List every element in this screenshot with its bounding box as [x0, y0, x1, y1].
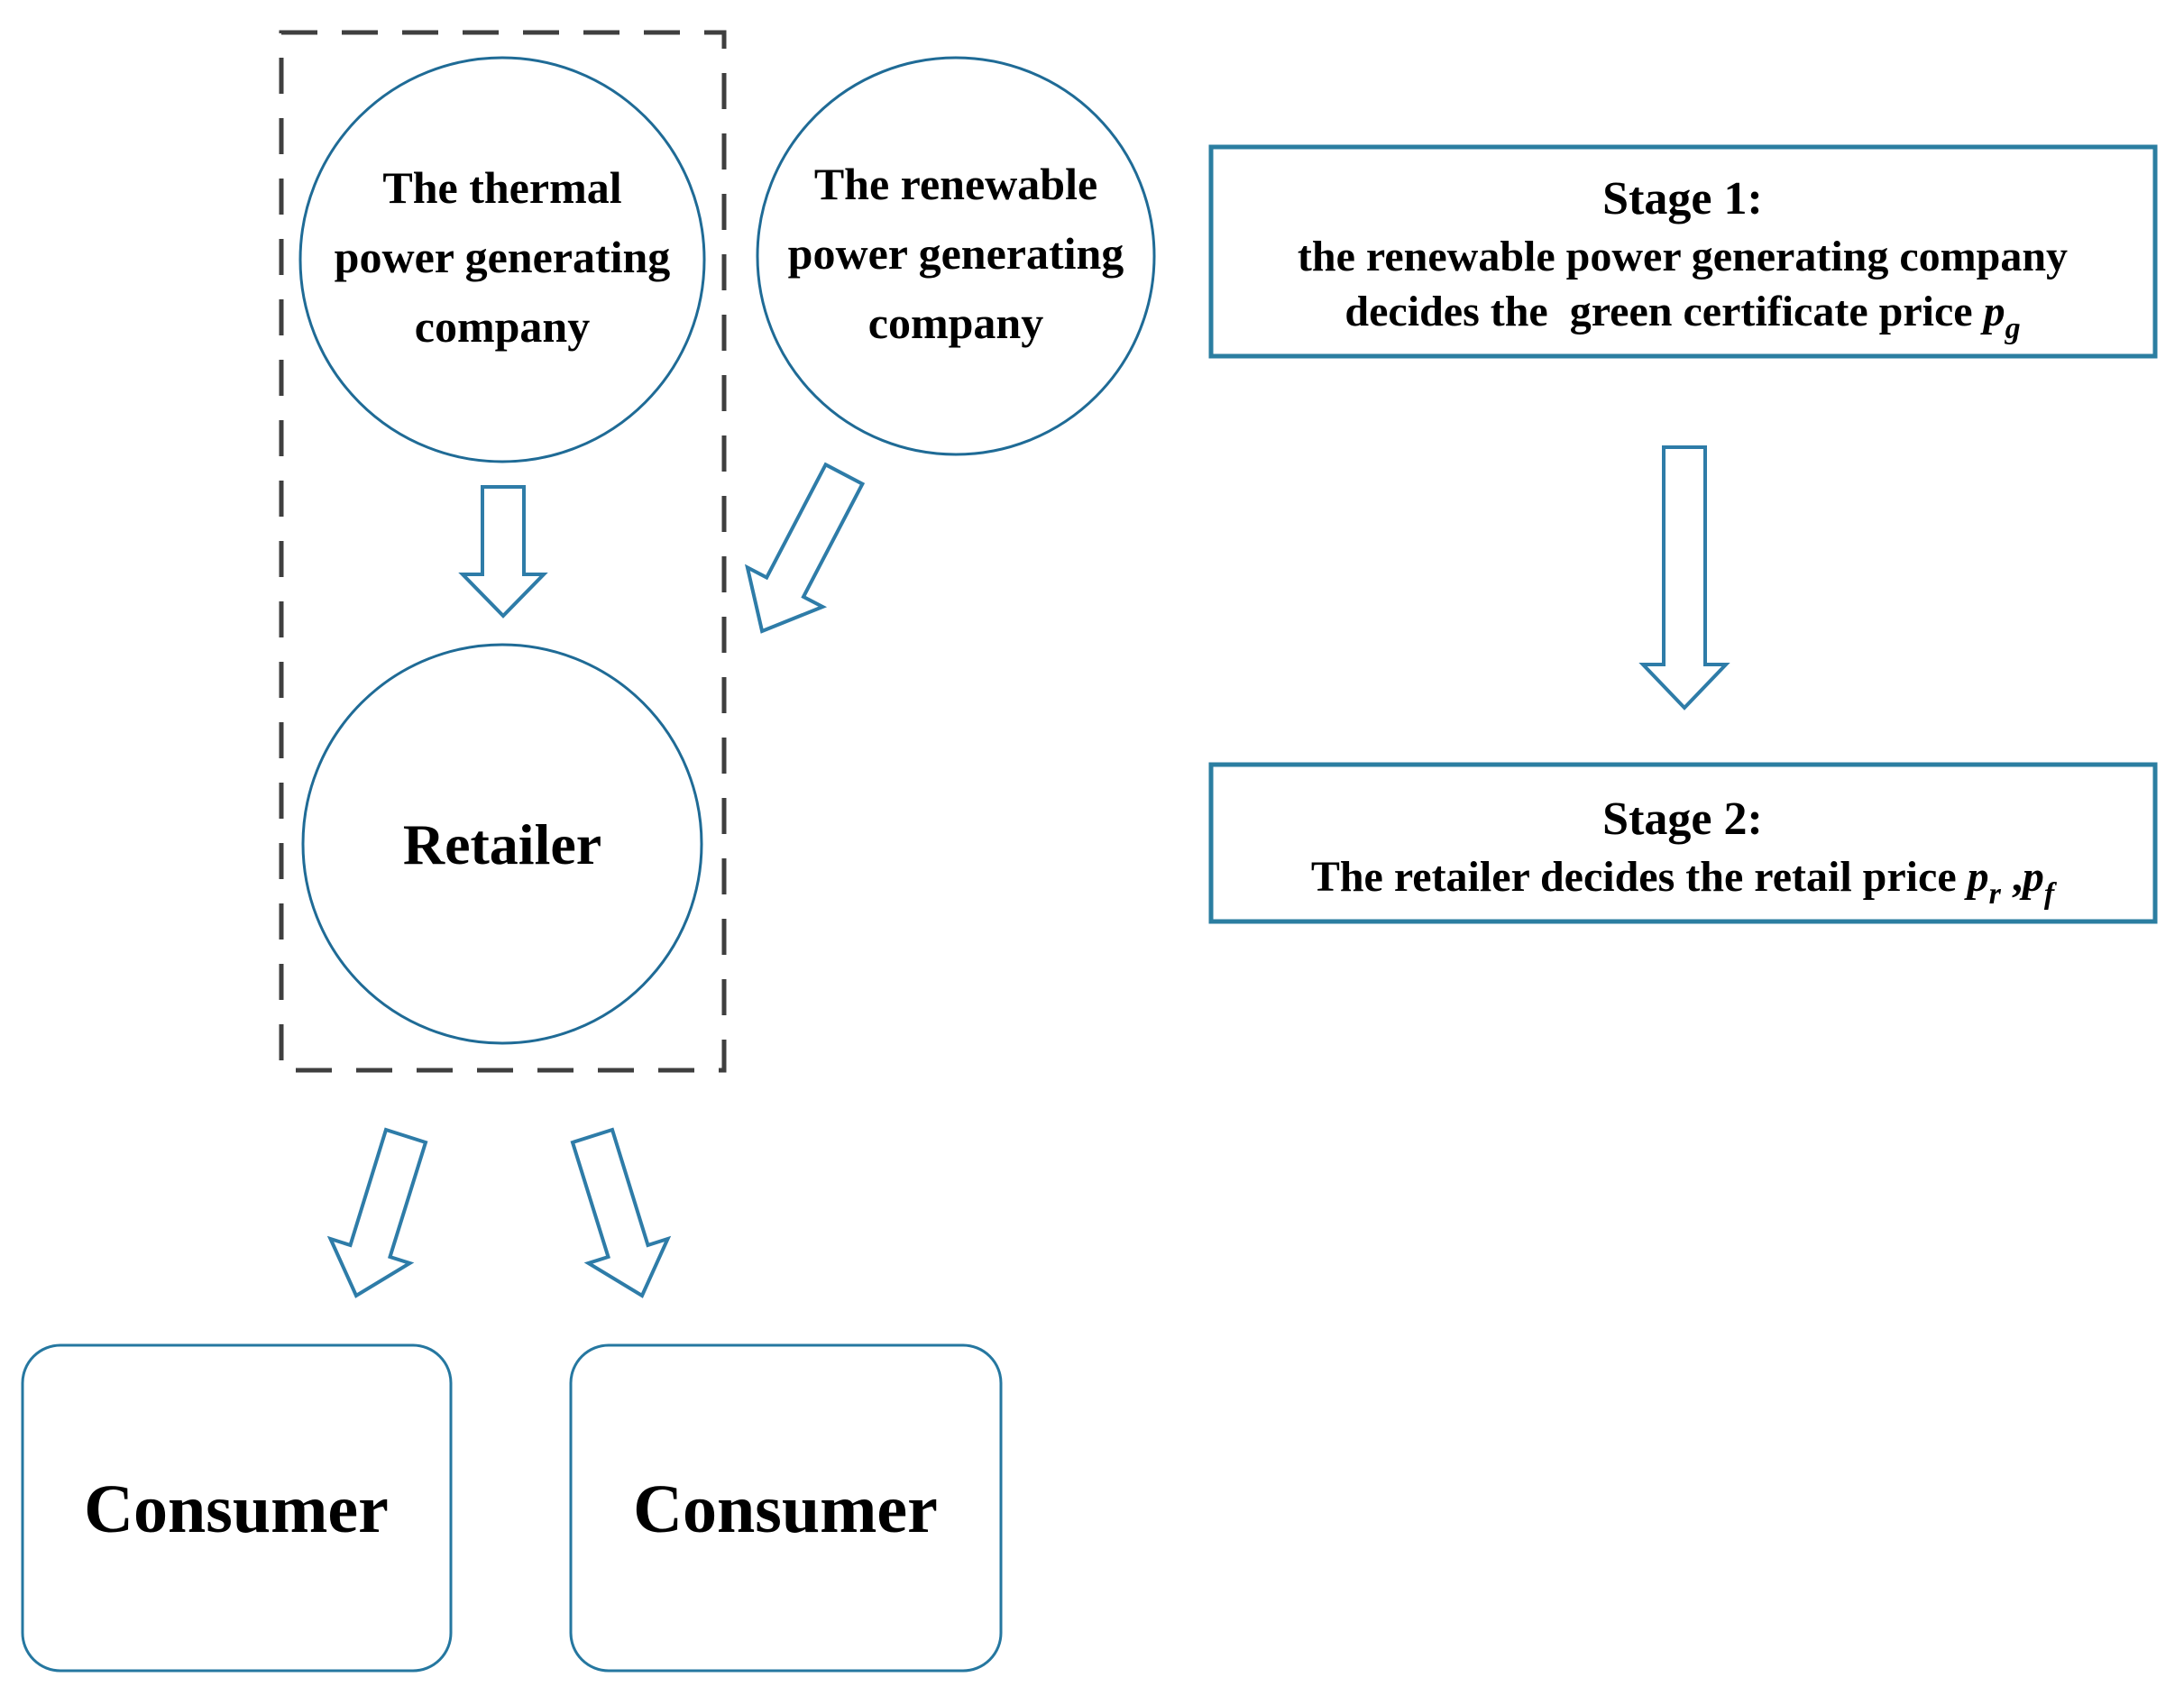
thermal-company-label-line1: The thermal: [382, 162, 621, 213]
dashed-boundary-box: [279, 30, 727, 1073]
arrow-retailer-to-consumer-right-icon: [570, 1127, 672, 1298]
stage2-price-variable-2: p: [2019, 853, 2044, 901]
stage1-title: Stage 1:: [1602, 173, 1763, 225]
arrow-stage1-to-stage2-icon: [1638, 445, 1730, 710]
stage1-line2: the renewable power generating company: [1298, 233, 2068, 280]
consumer-right-label: Consumer: [633, 1471, 938, 1547]
arrow-renewable-to-retailer-icon: [744, 462, 866, 634]
renewable-company-node: [756, 56, 1156, 456]
stage2-price-separator: ,: [2001, 853, 2023, 901]
arrow-retailer-to-consumer-left-icon: [326, 1127, 428, 1298]
stage2-price-variable-1: p: [1964, 853, 1989, 901]
stage2-line2: The retailer decides the retail price pr…: [1311, 853, 2058, 911]
stage2-title: Stage 2:: [1602, 793, 1763, 845]
stage1-price-subscript: g: [2005, 312, 2021, 345]
consumer-left-box: [21, 1343, 453, 1673]
stage1-box: [1208, 144, 2158, 359]
thermal-company-node: [298, 56, 706, 463]
retailer-label: Retailer: [403, 812, 601, 876]
stage2-box: [1208, 762, 2158, 924]
renewable-company-label-line3: company: [868, 298, 1043, 348]
stage1-line3-prefix: decides the green certificate price: [1344, 288, 1983, 335]
consumer-right-box: [569, 1343, 1003, 1673]
stage2-price-subscript-1: r: [1989, 877, 2002, 911]
renewable-company-label-line2: power generating: [788, 228, 1124, 279]
arrow-thermal-to-retailer-icon: [458, 485, 548, 619]
thermal-company-label-line2: power generating: [335, 232, 671, 282]
stage1-price-variable: p: [1980, 288, 2005, 335]
stage2-price-subscript-2: f: [2044, 877, 2058, 911]
consumer-left-label: Consumer: [84, 1471, 389, 1547]
stage2-line2-prefix: The retailer decides the retail price: [1311, 853, 1968, 901]
renewable-company-label-line1: The renewable: [814, 159, 1097, 209]
stage1-line3: decides the green certificate price pg: [1344, 288, 2020, 345]
retailer-node: [301, 643, 703, 1045]
thermal-company-label-line3: company: [415, 301, 590, 352]
